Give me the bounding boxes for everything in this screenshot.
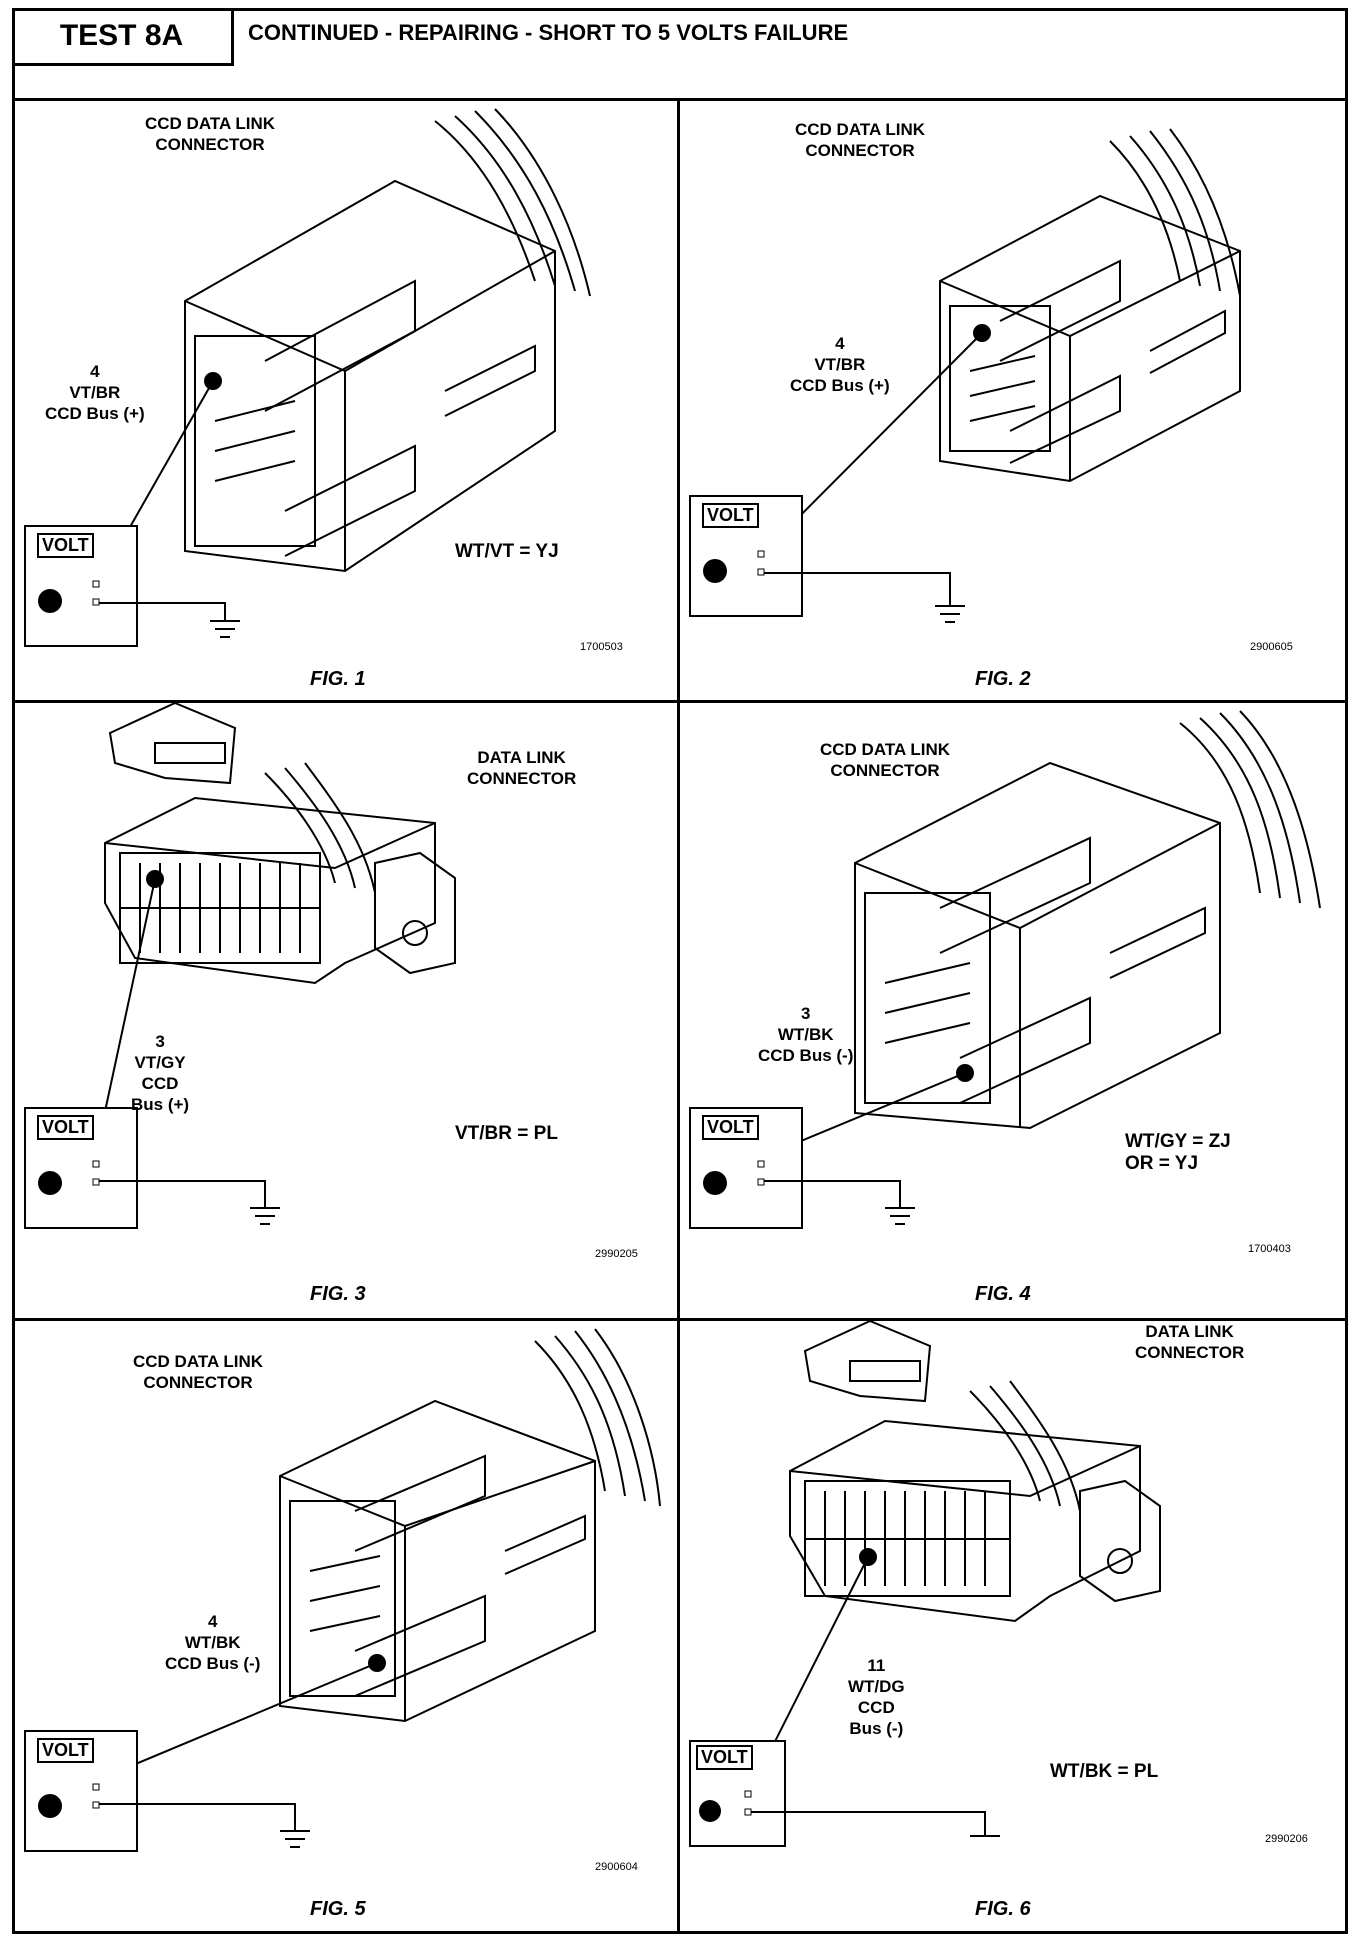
ground-symbol <box>751 1811 1000 1837</box>
volt-label: VOLT <box>37 1115 94 1140</box>
pin-label: 4 VT/BR CCD Bus (+) <box>790 334 890 395</box>
connector-drawing-3 <box>24 703 456 1229</box>
connector-label: DATA LINK CONNECTOR <box>467 748 577 788</box>
pin-label: 4 WT/BK CCD Bus (-) <box>165 1612 261 1673</box>
probe-lead <box>94 1662 378 1782</box>
row-divider <box>12 700 1348 703</box>
connector-label: DATA LINK CONNECTOR <box>1135 1322 1245 1362</box>
figure-caption: FIG. 2 <box>975 668 1031 690</box>
ground-symbol <box>764 1180 915 1225</box>
figure-panel-3: DATA LINK CONNECTOR 3 VT/GY CCD Bus (+) … <box>15 703 677 1318</box>
figure-caption: FIG. 6 <box>975 1898 1031 1920</box>
ground-symbol <box>764 572 965 623</box>
ground-symbol <box>99 1803 310 1848</box>
connector-drawing-2 <box>689 128 1241 623</box>
connector-label: CCD DATA LINK CONNECTOR <box>145 114 275 154</box>
figure-code: 1700503 <box>580 641 623 653</box>
volt-label: VOLT <box>702 503 759 528</box>
vehicle-equation: VT/BR = PL <box>455 1123 558 1144</box>
ground-symbol <box>99 1180 280 1225</box>
connector-drawing-6 <box>689 1321 1161 1847</box>
page-frame <box>12 8 1348 1934</box>
figure-code: 2900605 <box>1250 641 1293 653</box>
vehicle-equation: WT/VT = YJ <box>455 541 559 562</box>
figure-code: 2990205 <box>595 1248 638 1260</box>
page-title: CONTINUED - REPAIRING - SHORT TO 5 VOLTS… <box>248 20 849 45</box>
volt-label: VOLT <box>702 1115 759 1140</box>
figure-panel-5: CCD DATA LINK CONNECTOR 4 WT/BK CCD Bus … <box>15 1321 677 1931</box>
pin-label: 3 VT/GY CCD Bus (+) <box>131 1032 190 1114</box>
header-divider <box>12 98 1348 101</box>
pin-label: 11 WT/DG CCD Bus (-) <box>848 1656 905 1738</box>
connector-label: CCD DATA LINK CONNECTOR <box>133 1352 263 1392</box>
figure-caption: FIG. 5 <box>310 1898 366 1920</box>
figure-panel-2: CCD DATA LINK CONNECTOR 4 VT/BR CCD Bus … <box>680 101 1345 700</box>
figure-panel-1: CCD DATA LINK CONNECTOR 4 VT/BR CCD Bus … <box>15 101 677 700</box>
figure-panel-6: DATA LINK CONNECTOR 11 WT/DG CCD Bus (-)… <box>680 1321 1345 1931</box>
vehicle-equation: WT/GY = ZJ OR = YJ <box>1125 1131 1231 1174</box>
volt-label: VOLT <box>37 1738 94 1763</box>
pin-label: 3 WT/BK CCD Bus (-) <box>758 1004 854 1065</box>
figure-code: 2900604 <box>595 1861 638 1873</box>
figure-caption: FIG. 1 <box>310 668 366 690</box>
vehicle-equation: WT/BK = PL <box>1050 1761 1159 1782</box>
connector-label: CCD DATA LINK CONNECTOR <box>820 740 950 780</box>
volt-label: VOLT <box>696 1745 753 1770</box>
figure-code: 2990206 <box>1265 1833 1308 1845</box>
pin-label: 4 VT/BR CCD Bus (+) <box>45 362 145 423</box>
figure-caption: FIG. 4 <box>975 1283 1031 1305</box>
connector-label: CCD DATA LINK CONNECTOR <box>795 120 925 160</box>
figure-code: 1700403 <box>1248 1243 1291 1255</box>
column-divider <box>677 100 680 1934</box>
figure-caption: FIG. 3 <box>310 1283 366 1305</box>
figure-panel-4: CCD DATA LINK CONNECTOR 3 WT/BK CCD Bus … <box>680 703 1345 1318</box>
connector-drawing-5 <box>24 1328 661 1852</box>
row-divider <box>12 1318 1348 1321</box>
test-label: TEST 8A <box>12 8 234 66</box>
ground-symbol <box>99 602 240 638</box>
volt-label: VOLT <box>37 533 94 558</box>
